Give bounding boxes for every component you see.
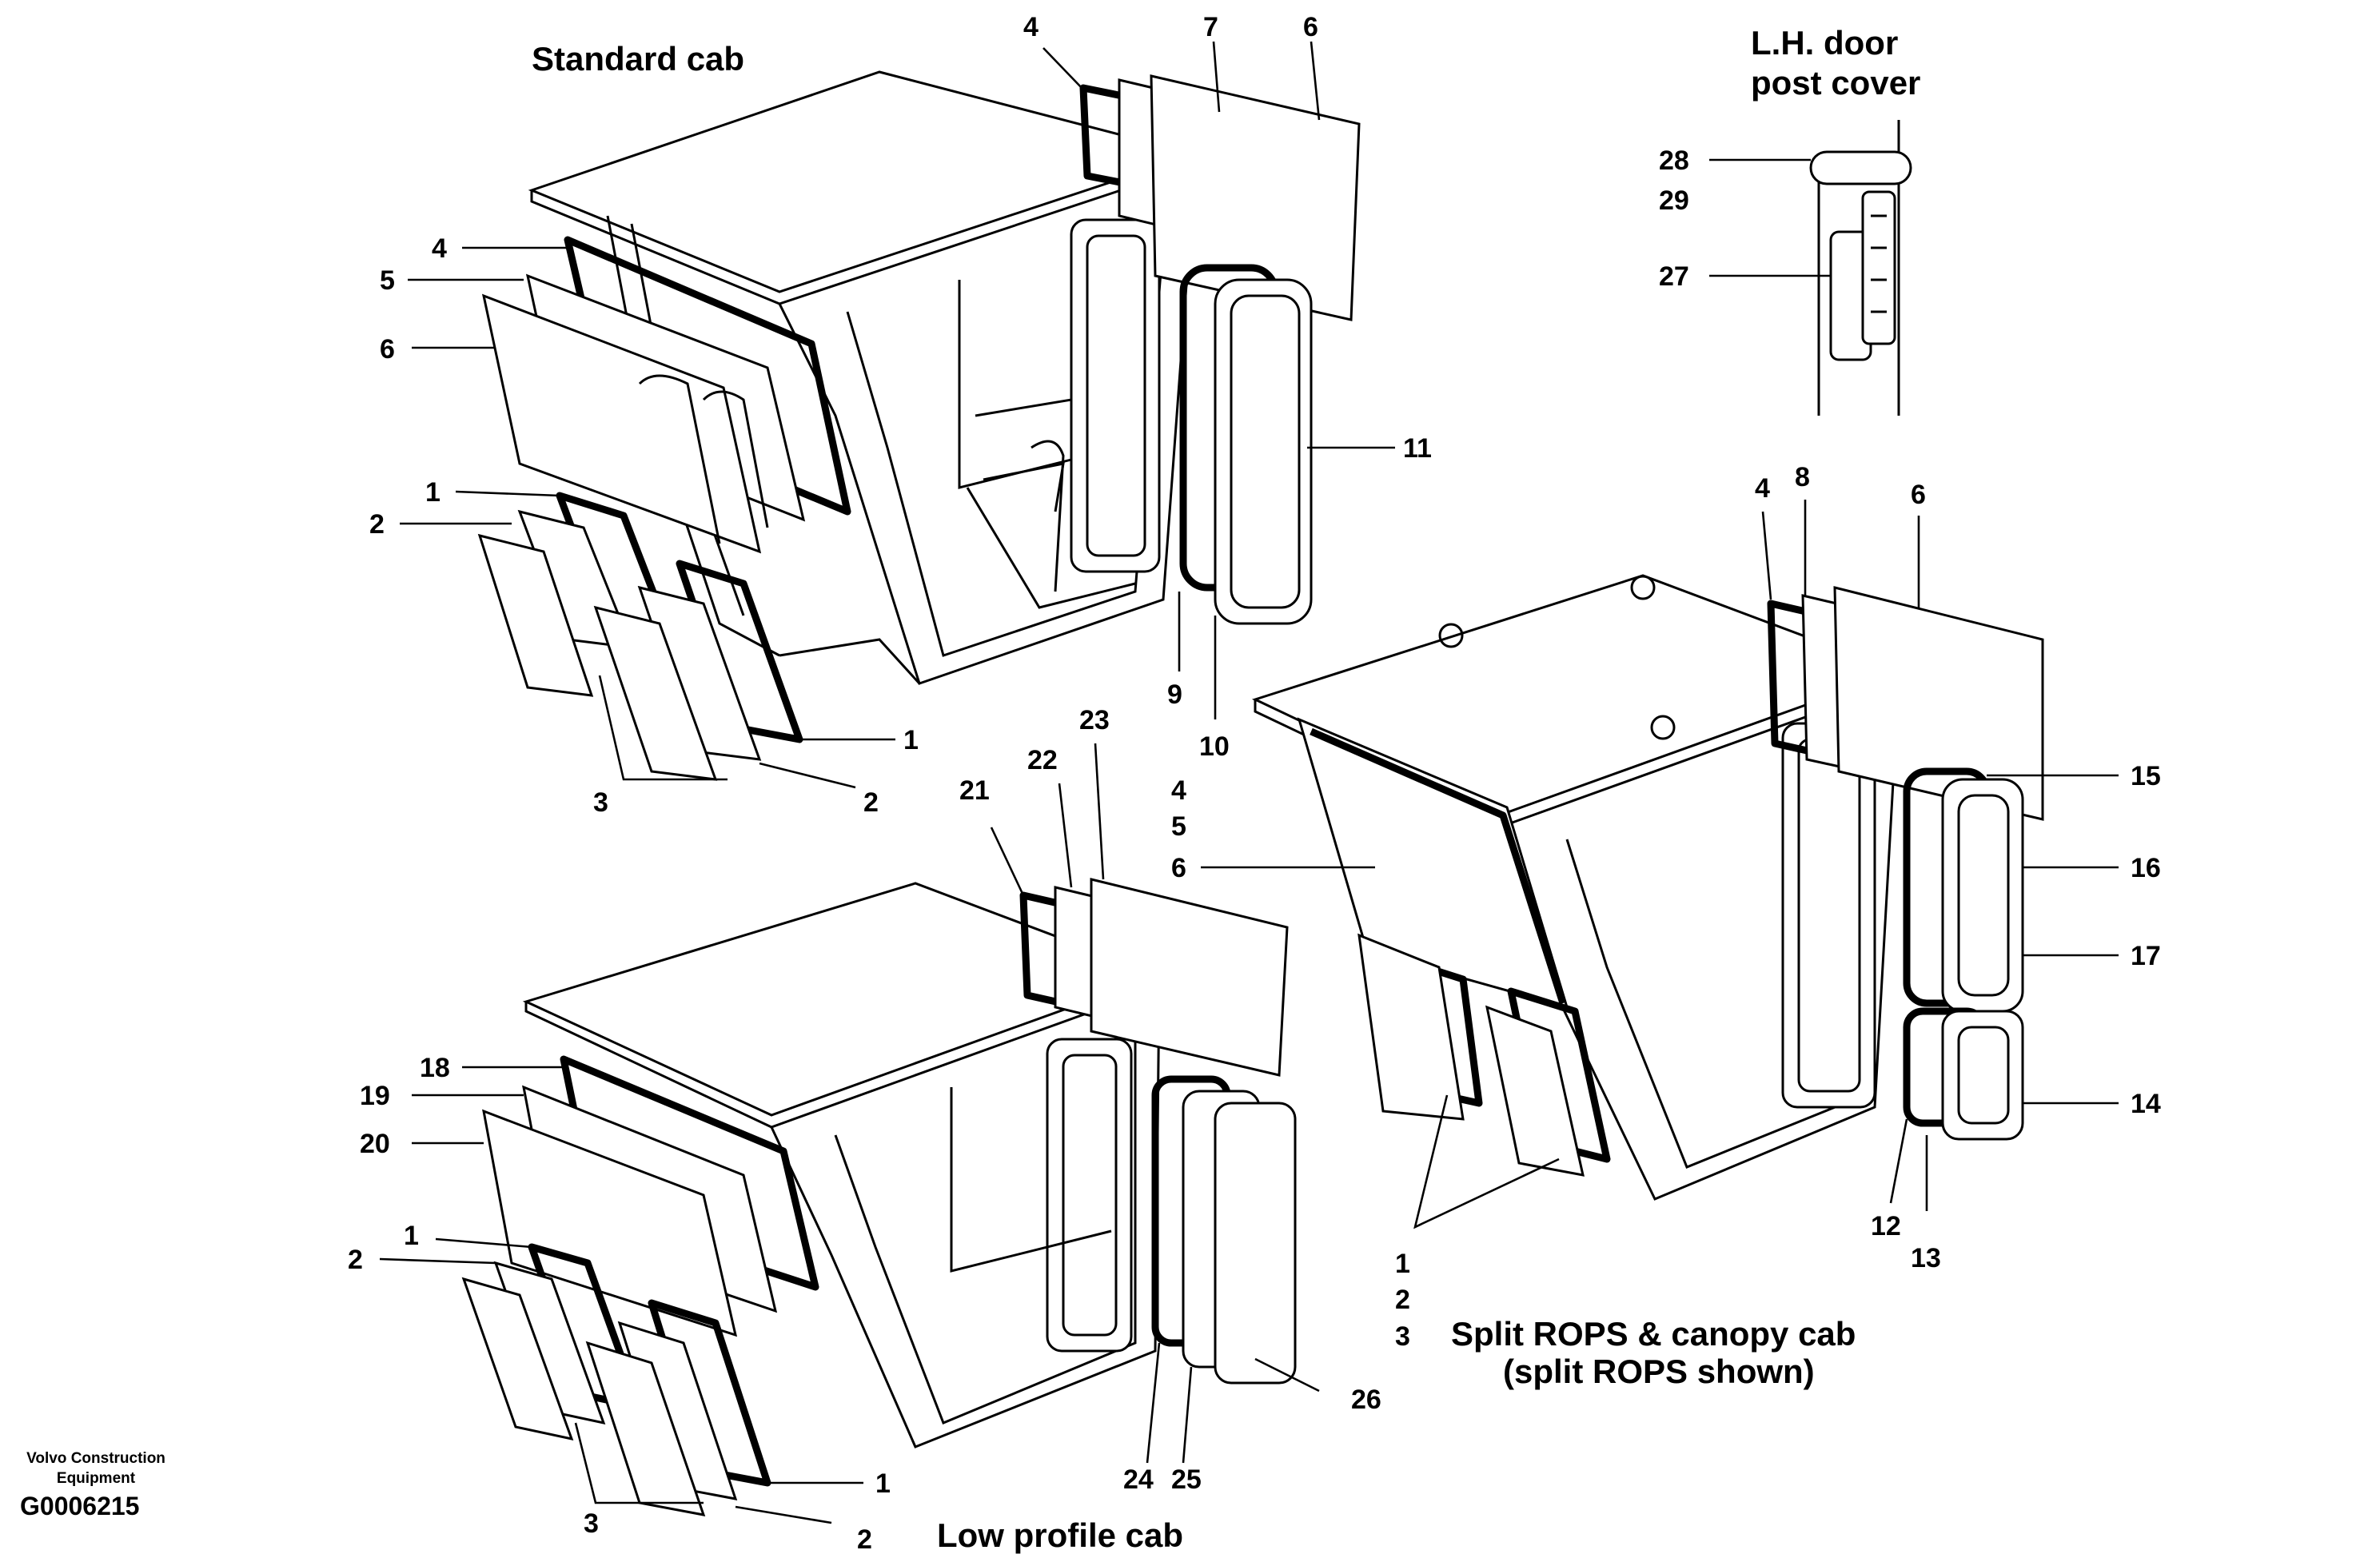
callout-std-4-top: 4 [1023, 12, 1039, 42]
callout-split-4-mid: 4 [1171, 775, 1186, 806]
company-name-line1: Volvo Construction [26, 1450, 165, 1467]
callout-low-21: 21 [959, 775, 990, 806]
callout-low-2: 2 [348, 1245, 363, 1275]
callout-std-2: 2 [369, 509, 385, 540]
title-door-post-line2: post cover [1751, 64, 1920, 102]
callout-split-17: 17 [2131, 941, 2161, 971]
callout-split-15: 15 [2131, 761, 2161, 791]
callout-split-5-mid: 5 [1171, 811, 1186, 842]
callout-std-7: 7 [1203, 12, 1218, 42]
title-low-profile-cab: Low profile cab [937, 1516, 1183, 1554]
callout-door-29: 29 [1659, 185, 1689, 216]
callout-split-8: 8 [1795, 462, 1810, 492]
callout-std-10: 10 [1199, 731, 1230, 762]
callout-std-5: 5 [380, 265, 395, 296]
callout-low-24: 24 [1123, 1464, 1154, 1495]
callout-low-20: 20 [360, 1129, 390, 1159]
callout-split-6: 6 [1911, 480, 1926, 510]
callout-door-27: 27 [1659, 261, 1689, 292]
callout-std-4: 4 [432, 233, 447, 264]
callout-low-25: 25 [1171, 1464, 1202, 1495]
callout-std-1-lower: 1 [903, 725, 919, 755]
callout-split-2: 2 [1395, 1285, 1410, 1315]
callout-split-12: 12 [1871, 1211, 1901, 1241]
callout-split-14: 14 [2131, 1089, 2161, 1119]
title-door-post-line1: L.H. door [1751, 24, 1898, 62]
drawing-code: G0006215 [20, 1492, 139, 1520]
callout-split-6-mid: 6 [1171, 853, 1186, 883]
callout-std-3: 3 [593, 787, 608, 818]
title-split-rops-line2: (split ROPS shown) [1503, 1353, 1815, 1390]
callout-std-6: 6 [380, 334, 395, 365]
company-name-line2: Equipment [57, 1470, 136, 1487]
callout-std-11: 11 [1403, 433, 1432, 464]
callout-split-13: 13 [1911, 1243, 1941, 1273]
callout-split-4: 4 [1755, 473, 1770, 504]
callout-low-26: 26 [1351, 1385, 1381, 1415]
door-post-cover-drawing [1809, 120, 1912, 416]
callout-std-1: 1 [425, 477, 441, 508]
callout-low-22: 22 [1027, 745, 1058, 775]
callout-low-3: 3 [584, 1508, 599, 1539]
callout-low-1-lower: 1 [875, 1468, 891, 1499]
callout-low-1: 1 [404, 1221, 419, 1251]
callout-low-23: 23 [1079, 705, 1110, 735]
title-standard-cab: Standard cab [532, 40, 744, 78]
callout-split-1: 1 [1395, 1249, 1410, 1279]
callout-split-16: 16 [2131, 853, 2161, 883]
callout-split-3: 3 [1395, 1321, 1410, 1352]
low-profile-cab-drawing [461, 878, 1297, 1516]
callout-low-19: 19 [360, 1081, 390, 1111]
callout-std-9: 9 [1167, 679, 1182, 710]
callout-low-18: 18 [420, 1053, 450, 1083]
callout-std-2-lower: 2 [863, 787, 879, 818]
callout-std-6-top: 6 [1303, 12, 1318, 42]
callout-low-2-lower: 2 [857, 1524, 872, 1555]
split-rops-cab-drawing [1251, 574, 2044, 1201]
standard-cab-drawing [477, 70, 1361, 781]
leader-lines [379, 41, 2119, 1524]
callout-door-28: 28 [1659, 145, 1689, 176]
title-split-rops-line1: Split ROPS & canopy cab [1451, 1315, 1856, 1353]
